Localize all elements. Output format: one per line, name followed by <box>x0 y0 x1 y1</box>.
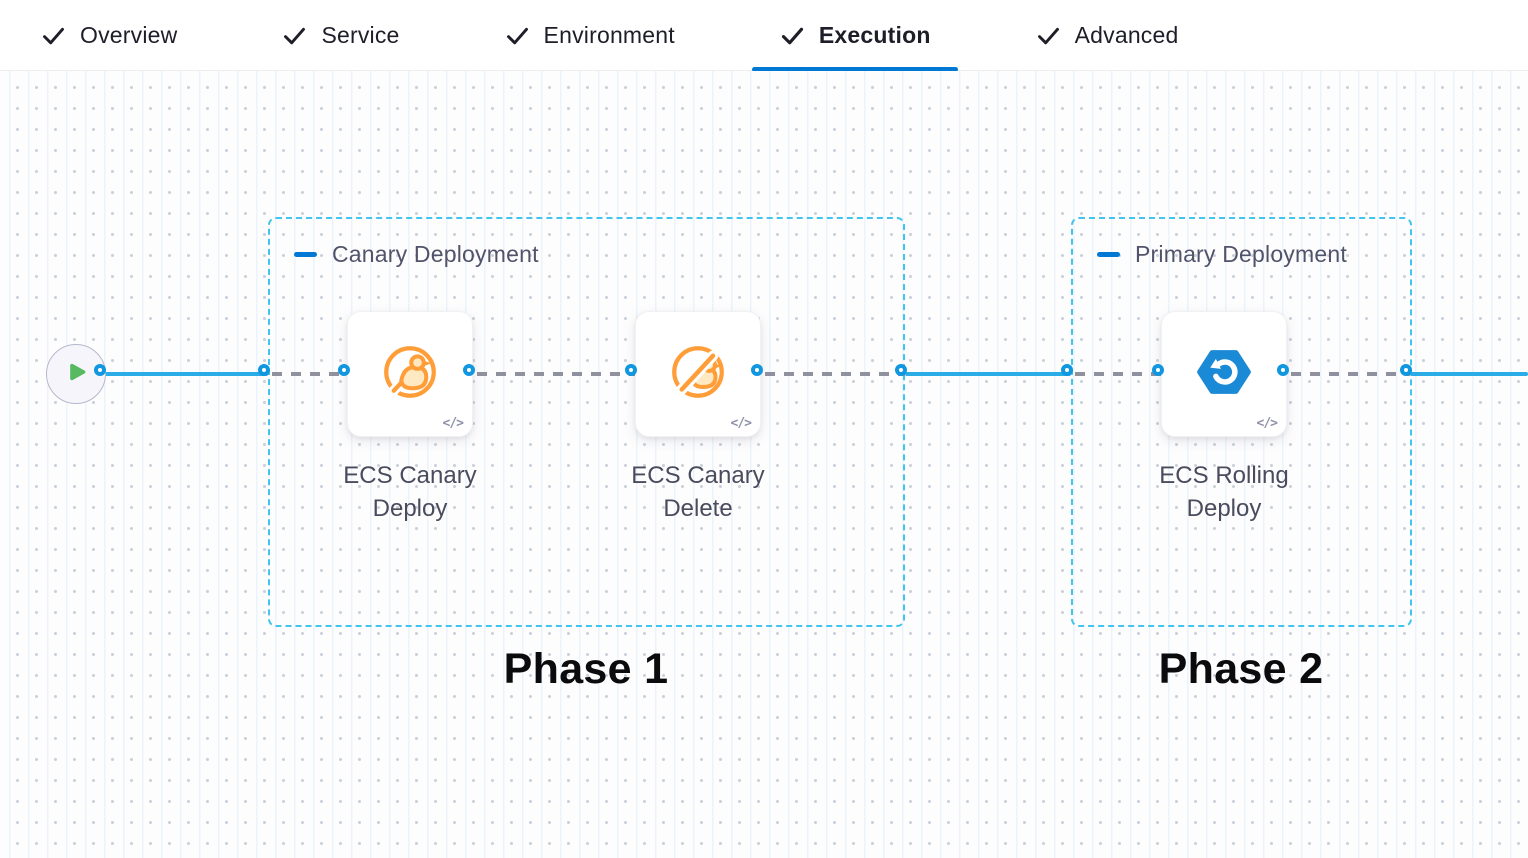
check-icon <box>281 22 308 49</box>
minus-icon[interactable] <box>294 252 317 257</box>
step-card-ecs-canary-deploy[interactable]: </> <box>347 311 473 437</box>
step-label-ecs-canary-delete: ECS Canary Delete <box>631 462 765 523</box>
connector-line <box>905 372 1071 376</box>
code-icon: </> <box>442 416 465 431</box>
connector-dashed-line <box>272 372 348 376</box>
code-icon: </> <box>1256 416 1279 431</box>
connector-port[interactable] <box>463 364 475 376</box>
phase-1-label: Phase 1 <box>503 645 669 693</box>
tab-label: Overview <box>80 21 178 48</box>
tab-service[interactable]: Service <box>281 0 399 71</box>
tab-label: Service <box>321 21 400 48</box>
stage-group-canary-deployment[interactable]: Canary Deployment <box>268 217 905 627</box>
check-icon <box>504 22 531 49</box>
group-label: Primary Deployment <box>1135 241 1347 267</box>
connector-port[interactable] <box>625 364 637 376</box>
canary-bird-slash-icon <box>668 342 728 407</box>
connector-port[interactable] <box>1061 364 1073 376</box>
check-icon <box>1035 22 1062 49</box>
minus-icon[interactable] <box>1097 252 1120 257</box>
tab-execution[interactable]: Execution <box>751 0 958 72</box>
step-label-ecs-rolling-deploy: ECS Rolling Deploy <box>1159 462 1289 523</box>
connector-dashed-line <box>477 372 635 376</box>
check-icon <box>40 22 67 49</box>
tab-label: Environment <box>543 21 675 48</box>
connector-port[interactable] <box>258 364 270 376</box>
connector-port[interactable] <box>338 364 350 376</box>
connector-dashed-line <box>765 372 905 376</box>
connector-dashed-line <box>1075 372 1162 376</box>
phase-2-label: Phase 2 <box>1158 645 1324 693</box>
group-label: Canary Deployment <box>332 241 539 267</box>
step-card-ecs-canary-delete[interactable]: </> <box>635 311 761 437</box>
pipeline-canvas[interactable]: Canary Deployment Primary Deployment <box>0 71 1528 858</box>
connector-port[interactable] <box>895 364 907 376</box>
ecs-rolling-icon <box>1194 342 1254 407</box>
stage-group-primary-deployment[interactable]: Primary Deployment <box>1071 217 1412 627</box>
connector-port[interactable] <box>751 364 763 376</box>
canary-bird-icon <box>380 342 440 407</box>
connector-port[interactable] <box>94 364 106 376</box>
play-icon <box>62 358 90 391</box>
tab-overview[interactable]: Overview <box>40 0 177 71</box>
connector-dashed-line <box>1291 372 1410 376</box>
tab-label: Execution <box>818 21 931 48</box>
step-card-ecs-rolling-deploy[interactable]: </> <box>1161 311 1287 437</box>
connector-port[interactable] <box>1152 364 1164 376</box>
connector-port[interactable] <box>1277 364 1289 376</box>
connector-line <box>104 372 268 376</box>
tab-environment[interactable]: Environment <box>504 0 675 71</box>
connector-port[interactable] <box>1400 364 1412 376</box>
stage-config-tabbar: Overview Service Environment Execution A… <box>0 0 1528 72</box>
tab-label: Advanced <box>1074 21 1179 48</box>
code-icon: </> <box>730 416 753 431</box>
check-icon <box>779 22 806 49</box>
connector-line <box>1410 372 1528 376</box>
tab-advanced[interactable]: Advanced <box>1035 0 1179 71</box>
step-label-ecs-canary-deploy: ECS Canary Deploy <box>343 462 477 523</box>
